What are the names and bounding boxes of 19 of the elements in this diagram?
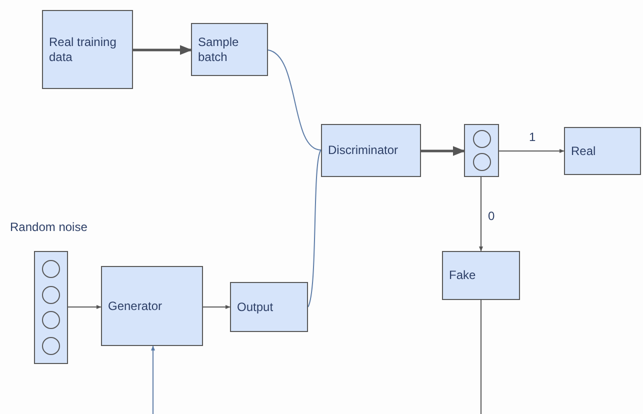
connector-arrow — [133, 45, 192, 55]
process-box: Output — [230, 282, 308, 332]
connector-arrow — [151, 346, 155, 414]
process-box: Real — [564, 127, 641, 175]
process-box: Fake — [442, 251, 520, 300]
node-heading: Random noise — [10, 221, 88, 233]
connector-arrow — [479, 176, 483, 252]
connector-arrow — [421, 146, 466, 156]
process-box: Sample batch — [191, 23, 268, 76]
connector-arrow — [68, 305, 102, 309]
edge-label: 0 — [486, 210, 497, 222]
output-neuron-box — [464, 124, 499, 177]
input-vector-box — [34, 251, 68, 364]
connector-arrow — [498, 149, 564, 153]
process-box: Discriminator — [321, 124, 421, 177]
edge-label: 1 — [527, 131, 538, 143]
connector-arrow — [202, 305, 230, 309]
process-box: Generator — [101, 266, 203, 346]
process-box: Real training data — [42, 10, 133, 89]
